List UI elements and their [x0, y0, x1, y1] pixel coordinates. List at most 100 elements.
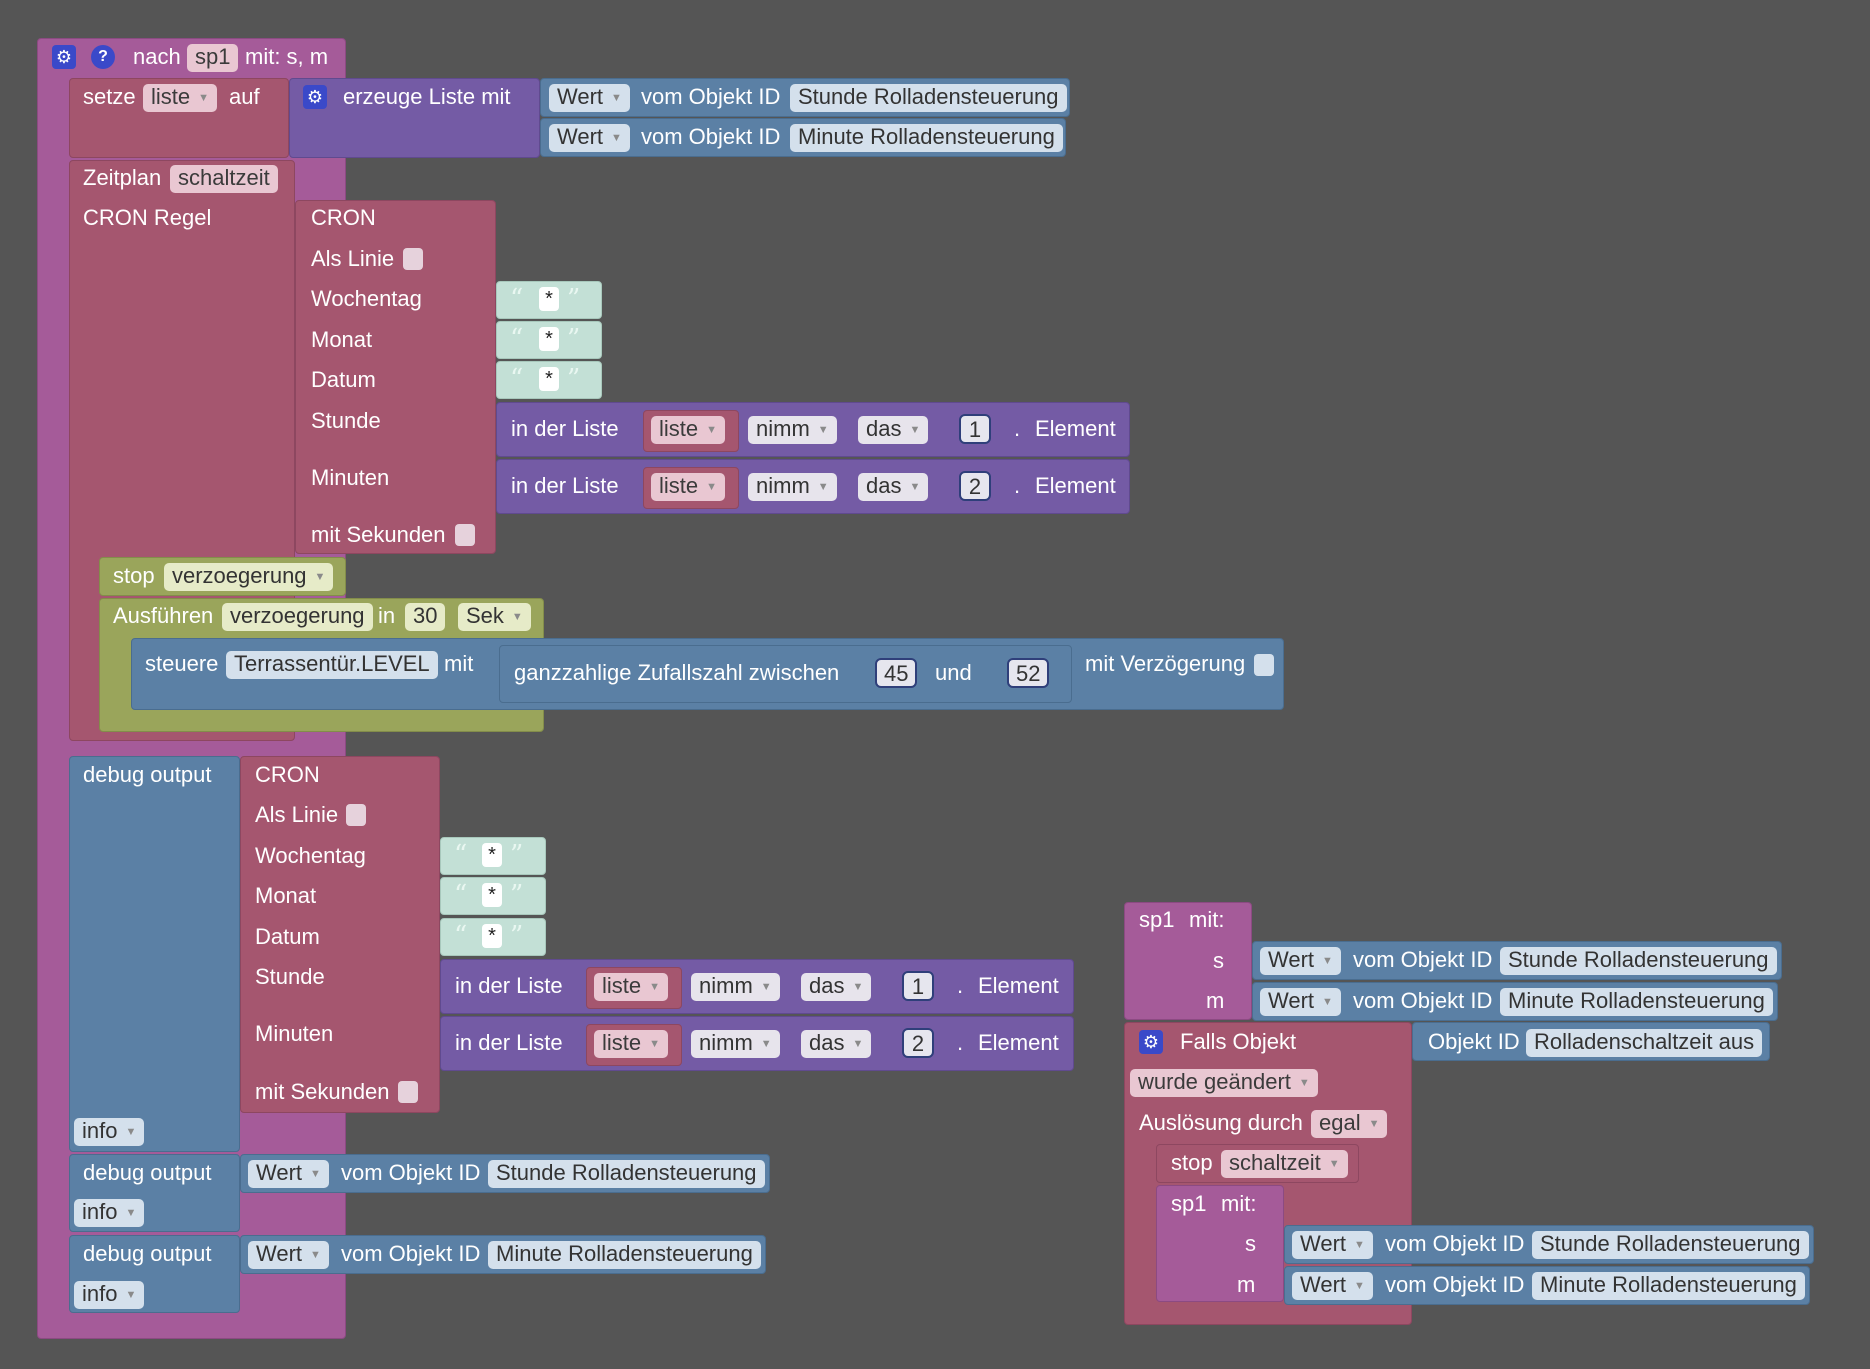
index-number-field[interactable]: 2	[902, 1028, 934, 1058]
random-min-field[interactable]: 45	[875, 658, 918, 688]
wert-dropdown[interactable]: Wert▼	[549, 124, 630, 152]
ausfuehren-label: Ausführen	[113, 603, 214, 628]
random-int-block[interactable]	[499, 645, 1072, 703]
procedure-nach-label: nach	[133, 44, 181, 69]
falls-objekt-label: Falls Objekt	[1180, 1029, 1297, 1054]
variable-dropdown[interactable]: liste▼	[143, 84, 218, 112]
nimm-dropdown[interactable]: nimm▼	[691, 973, 780, 1001]
object-id-field[interactable]: Stunde Rolladensteuerung	[790, 84, 1067, 112]
variable-dropdown[interactable]: liste▼	[651, 473, 726, 501]
timer-dropdown[interactable]: verzoegerung▼	[164, 563, 334, 591]
wert-dropdown[interactable]: Wert▼	[248, 1160, 329, 1188]
text-field[interactable]: *	[482, 843, 502, 867]
object-id-field[interactable]: Minute Rolladensteuerung	[790, 124, 1063, 152]
in-der-liste-label: in der Liste	[511, 416, 619, 441]
log-level-dropdown[interactable]: info▼	[74, 1281, 145, 1309]
text-field[interactable]: *	[539, 287, 559, 311]
nimm-dropdown[interactable]: nimm▼	[748, 416, 837, 444]
timeout-name-field[interactable]: verzoegerung	[222, 603, 373, 631]
cron-title: CRON	[255, 762, 320, 787]
log-level-dropdown[interactable]: info▼	[74, 1199, 145, 1227]
das-dropdown[interactable]: das▼	[801, 973, 872, 1001]
mit-sekunden-checkbox[interactable]	[455, 524, 475, 546]
unit-dropdown[interactable]: Sek▼	[458, 603, 531, 631]
object-id-field[interactable]: Stunde Rolladensteuerung	[488, 1160, 765, 1188]
nimm-dropdown[interactable]: nimm▼	[748, 473, 837, 501]
object-id-field[interactable]: Stunde Rolladensteuerung	[1500, 947, 1777, 975]
open-quote-icon: “	[510, 364, 524, 394]
object-id-field[interactable]: Rolladenschaltzeit aus	[1526, 1029, 1763, 1057]
chevron-down-icon: ▼	[1322, 996, 1333, 1009]
als-linie-label: Als Linie	[255, 802, 339, 827]
trigger-source-dropdown[interactable]: egal▼	[1311, 1110, 1388, 1138]
schedule-name-field[interactable]: schaltzeit	[170, 165, 278, 193]
steuere-label: steuere	[145, 651, 219, 676]
mit-sekunden-label: mit Sekunden	[311, 522, 446, 547]
cron-block[interactable]	[295, 200, 496, 554]
mit-sekunden-label: mit Sekunden	[255, 1079, 390, 1104]
mit-verzoegerung-label: mit Verzögerung	[1085, 651, 1246, 676]
als-linie-checkbox[interactable]	[346, 804, 366, 826]
trigger-condition-dropdown[interactable]: wurde geändert▼	[1130, 1069, 1318, 1097]
datum-label: Datum	[255, 924, 320, 949]
das-dropdown[interactable]: das▼	[858, 416, 929, 444]
help-icon[interactable]: ?	[91, 45, 115, 69]
chevron-down-icon: ▼	[852, 981, 864, 994]
chevron-down-icon: ▼	[909, 481, 921, 494]
nimm-dropdown[interactable]: nimm▼	[691, 1030, 780, 1058]
call-name-label: sp1	[1139, 907, 1175, 932]
wert-dropdown[interactable]: Wert▼	[1260, 988, 1341, 1016]
minuten-label: Minuten	[311, 465, 390, 490]
index-number-field[interactable]: 1	[902, 971, 934, 1001]
object-id-field[interactable]: Minute Rolladensteuerung	[1500, 988, 1773, 1016]
procedure-name-field[interactable]: sp1	[187, 44, 239, 72]
object-id-field[interactable]: Terrassentür.LEVEL	[226, 651, 438, 679]
als-linie-checkbox[interactable]	[403, 248, 423, 270]
wert-dropdown[interactable]: Wert▼	[549, 84, 630, 112]
procedure-params-label: mit: s, m	[245, 44, 329, 69]
chevron-down-icon: ▼	[760, 981, 772, 994]
variable-dropdown[interactable]: liste▼	[594, 1030, 669, 1058]
gear-icon[interactable]: ⚙	[1139, 1030, 1163, 1054]
text-field[interactable]: *	[539, 327, 559, 351]
object-id-field[interactable]: Stunde Rolladensteuerung	[1532, 1231, 1809, 1259]
delay-number-field[interactable]: 30	[405, 603, 446, 631]
schedule-dropdown[interactable]: schaltzeit▼	[1221, 1150, 1348, 1178]
cron-block[interactable]	[240, 756, 440, 1113]
das-dropdown[interactable]: das▼	[858, 473, 929, 501]
object-id-field[interactable]: Minute Rolladensteuerung	[488, 1241, 761, 1269]
text-field[interactable]: *	[482, 924, 502, 948]
object-id-field[interactable]: Minute Rolladensteuerung	[1532, 1272, 1805, 1300]
index-number-field[interactable]: 1	[959, 414, 991, 444]
text-field[interactable]: *	[482, 883, 502, 907]
wert-dropdown[interactable]: Wert▼	[248, 1241, 329, 1269]
chevron-down-icon: ▼	[611, 132, 622, 145]
index-number-field[interactable]: 2	[959, 471, 991, 501]
text-field[interactable]: *	[539, 367, 559, 391]
procedure-call-block[interactable]	[1156, 1185, 1284, 1302]
procedure-call-block[interactable]	[1124, 902, 1252, 1020]
stop-label: stop	[1171, 1150, 1213, 1175]
log-level-dropdown[interactable]: info▼	[74, 1118, 145, 1146]
delay-checkbox[interactable]	[1254, 654, 1274, 676]
debug-output-label: debug output	[83, 1160, 212, 1185]
das-dropdown[interactable]: das▼	[801, 1030, 872, 1058]
debug-output-label: debug output	[83, 762, 212, 787]
variable-dropdown[interactable]: liste▼	[651, 416, 726, 444]
variable-dropdown[interactable]: liste▼	[594, 973, 669, 1001]
wert-dropdown[interactable]: Wert▼	[1292, 1231, 1373, 1259]
chevron-down-icon: ▼	[852, 1038, 864, 1051]
chevron-down-icon: ▼	[1328, 1158, 1340, 1171]
gear-icon[interactable]: ⚙	[303, 85, 327, 109]
element-label: Element	[1035, 473, 1116, 498]
wert-dropdown[interactable]: Wert▼	[1260, 947, 1341, 975]
random-max-field[interactable]: 52	[1007, 658, 1050, 688]
debug-output-block[interactable]	[69, 756, 240, 1152]
wert-dropdown[interactable]: Wert▼	[1292, 1272, 1373, 1300]
mit-sekunden-checkbox[interactable]	[398, 1081, 418, 1103]
dot-label: .	[1014, 416, 1021, 441]
chevron-down-icon: ▼	[1322, 955, 1333, 968]
param-m-label: m	[1237, 1272, 1256, 1297]
create-list-block[interactable]	[289, 78, 540, 158]
gear-icon[interactable]: ⚙	[52, 45, 76, 69]
